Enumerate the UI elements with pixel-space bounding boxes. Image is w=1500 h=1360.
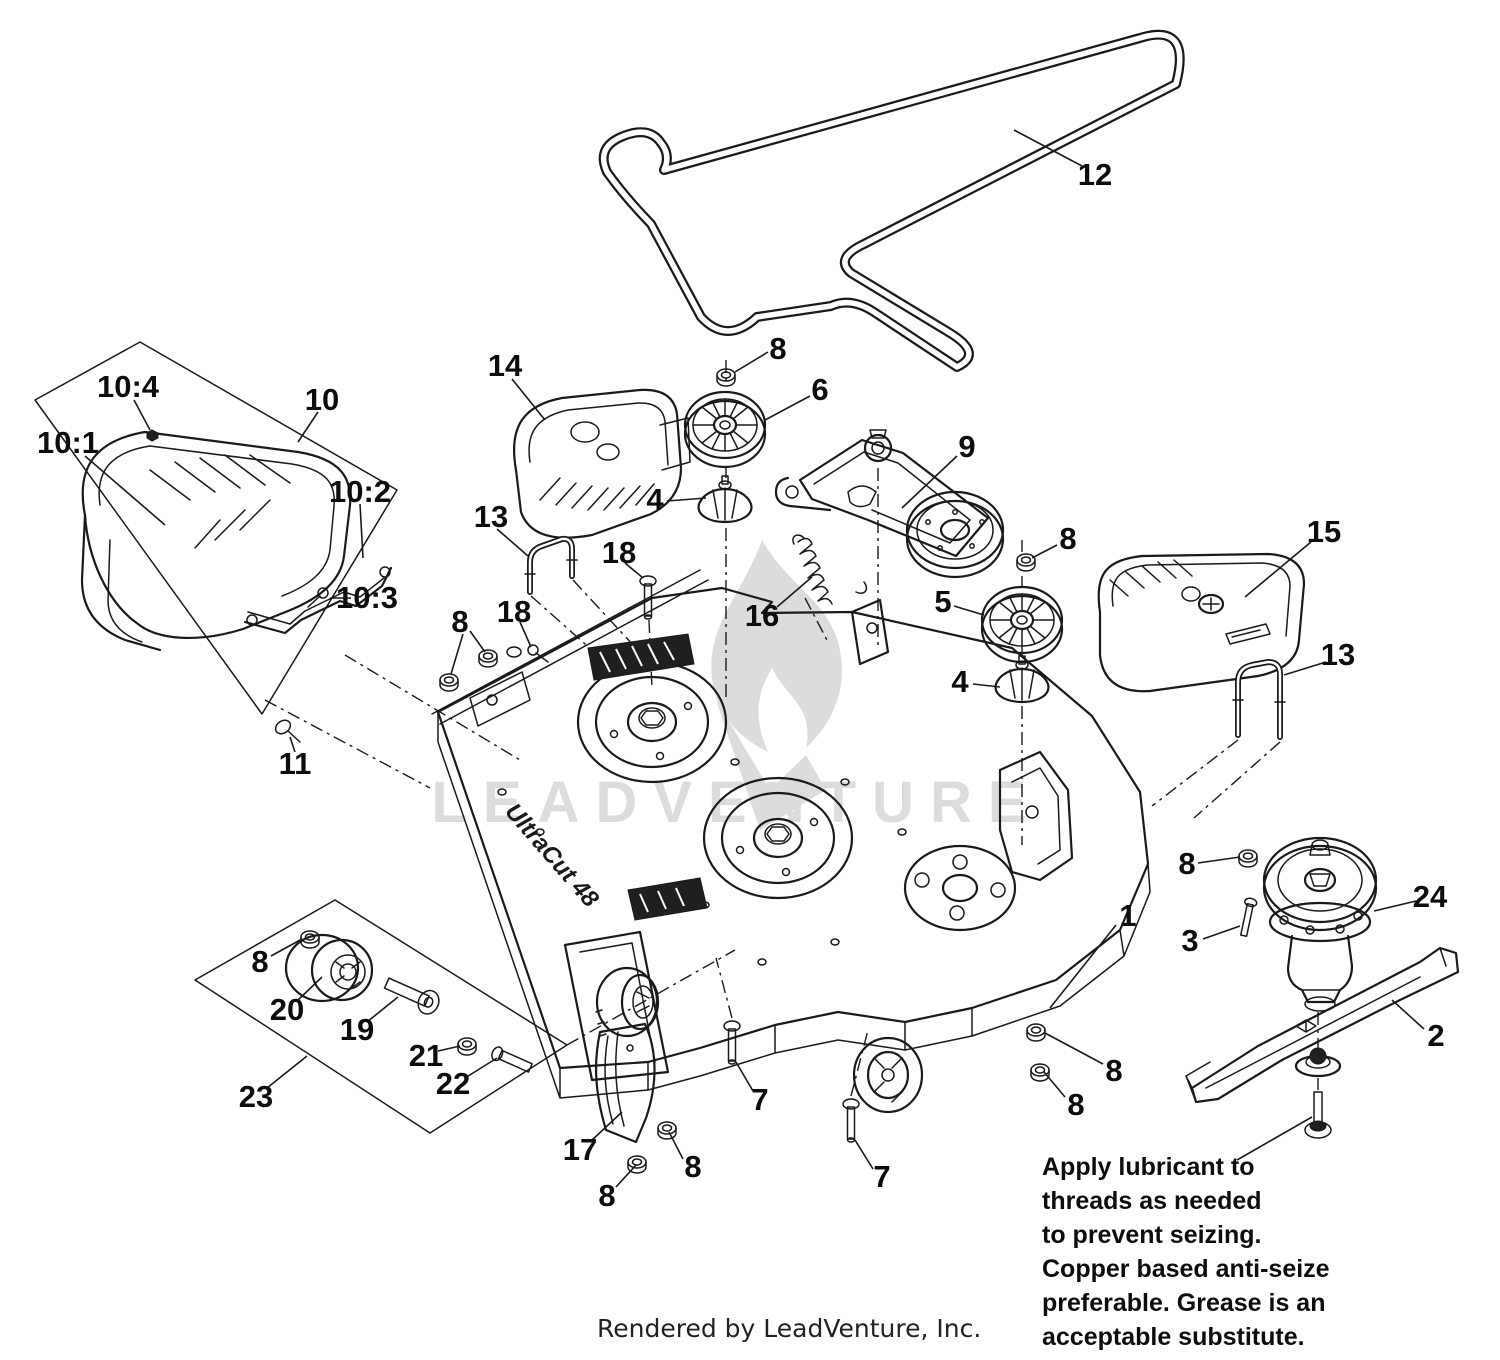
part-callout-12: 12: [1077, 157, 1113, 192]
part-callout-6: 6: [811, 372, 829, 407]
part-callout-14: 14: [487, 348, 523, 383]
belt-cover-left: [512, 388, 691, 539]
part-callout-19: 19: [339, 1012, 375, 1047]
part-callout-8: 8: [1105, 1053, 1123, 1088]
support-rod-right: [1151, 658, 1286, 819]
flange-nut: [478, 649, 498, 668]
spacer-cone-4-left: [697, 474, 753, 524]
belt-cover-right: [1097, 552, 1306, 693]
footer-credit: Rendered by LeadVenture, Inc.: [597, 1314, 982, 1343]
part-callout-23: 23: [238, 1079, 274, 1114]
part-callout-8: 8: [598, 1178, 616, 1213]
idler-pulley-6: [683, 390, 767, 469]
part-callout-13: 13: [473, 499, 509, 534]
part-callout-8: 8: [684, 1149, 702, 1184]
part-callout-8: 8: [1059, 521, 1077, 556]
part-callout-15: 15: [1306, 514, 1342, 549]
part-callout-1: 1: [1119, 898, 1137, 933]
part-callout-8: 8: [1178, 846, 1196, 881]
flange-nut: [657, 1121, 677, 1140]
part-callout-8: 8: [251, 944, 269, 979]
part-callout-9: 9: [958, 429, 976, 464]
part-callout-8: 8: [1067, 1087, 1085, 1122]
part-callout-10:1: 10:1: [36, 425, 100, 460]
watermark-text: LEADVENTURE: [431, 770, 1042, 835]
part-callout-3: 3: [1181, 923, 1199, 958]
part-callout-21: 21: [408, 1038, 444, 1073]
lubricant-note: Apply lubricant to threads as needed to …: [1042, 1153, 1330, 1351]
deck-cover-group: [34, 341, 521, 789]
part-callout-10:3: 10:3: [335, 580, 399, 615]
gauge-bolt-7-right: [842, 1098, 860, 1143]
part-callout-24: 24: [1412, 879, 1448, 914]
part-callout-8: 8: [451, 604, 469, 639]
flange-nut: [1026, 1023, 1046, 1042]
discharge-deflector: [595, 1022, 656, 1144]
gauge-bolt-7-left: [723, 1020, 741, 1065]
part-callout-10: 10: [304, 382, 340, 417]
part-callout-18: 18: [601, 535, 637, 570]
part-callout-7: 7: [751, 1082, 769, 1117]
part-callout-8: 8: [769, 331, 787, 366]
part-callout-5: 5: [934, 584, 952, 619]
part-callout-18: 18: [496, 594, 532, 629]
part-callout-13: 13: [1320, 637, 1356, 672]
flange-nut: [1030, 1063, 1050, 1082]
drive-belt: [598, 29, 1185, 372]
spindle-mount-bare: [903, 844, 1017, 932]
part-callout-20: 20: [269, 992, 305, 1027]
part-callout-4: 4: [646, 482, 664, 517]
part-callout-22: 22: [435, 1066, 471, 1101]
part-callout-16: 16: [744, 598, 780, 633]
part-callout-10:4: 10:4: [96, 369, 160, 404]
support-rod-left: [524, 535, 635, 653]
part-callout-17: 17: [562, 1132, 598, 1167]
flange-nut: [1016, 553, 1036, 572]
part-callout-4: 4: [951, 664, 969, 699]
leadventure-watermark: LEADVENTURE: [431, 540, 1042, 835]
part-callout-11: 11: [278, 746, 312, 781]
blade-spindle-group: [1185, 836, 1460, 1139]
part-callout-7: 7: [873, 1159, 891, 1194]
flange-nut: [439, 673, 459, 692]
part-callout-10:2: 10:2: [328, 474, 392, 509]
part-callout-2: 2: [1427, 1018, 1445, 1053]
wheel-kit-group: [194, 899, 736, 1134]
bolt-18-small: [506, 644, 549, 663]
leader-lines: [84, 129, 1425, 1188]
